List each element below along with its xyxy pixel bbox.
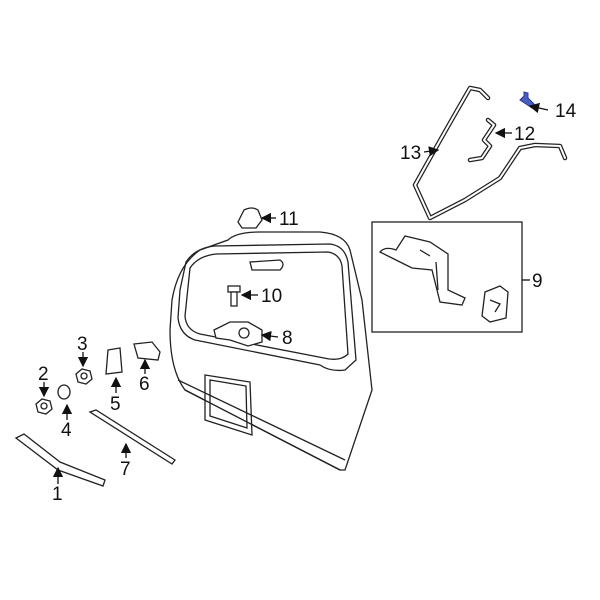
callout-12: 12 xyxy=(514,124,535,145)
callout-10: 10 xyxy=(261,286,282,307)
callout-6: 6 xyxy=(139,374,150,395)
callout-5: 5 xyxy=(110,394,121,415)
bolt-part xyxy=(227,285,241,307)
callout-2: 2 xyxy=(38,364,49,385)
cover-part xyxy=(237,207,263,229)
wiper-arm-part xyxy=(14,433,106,487)
callout-7: 7 xyxy=(120,459,131,480)
callout-1: 1 xyxy=(52,484,63,505)
callout-9: 9 xyxy=(532,271,543,292)
leader-arrows xyxy=(38,102,549,484)
cap-part xyxy=(57,384,71,400)
callout-3: 3 xyxy=(77,334,88,355)
bracket-part xyxy=(105,347,123,375)
callout-11: 11 xyxy=(279,209,299,230)
callout-13: 13 xyxy=(400,143,421,164)
wiper-blade-part xyxy=(88,409,176,465)
callout-4: 4 xyxy=(61,420,72,441)
hinge-assembly-box xyxy=(371,221,530,333)
callout-8: 8 xyxy=(282,328,293,349)
connector-part xyxy=(133,341,161,361)
connector-highlighted-part xyxy=(519,91,535,109)
nut-part-2 xyxy=(35,398,53,415)
wiper-motor-part xyxy=(213,321,263,347)
liftgate xyxy=(169,231,373,471)
nut-part-3 xyxy=(75,368,93,385)
callout-14: 14 xyxy=(555,101,577,122)
